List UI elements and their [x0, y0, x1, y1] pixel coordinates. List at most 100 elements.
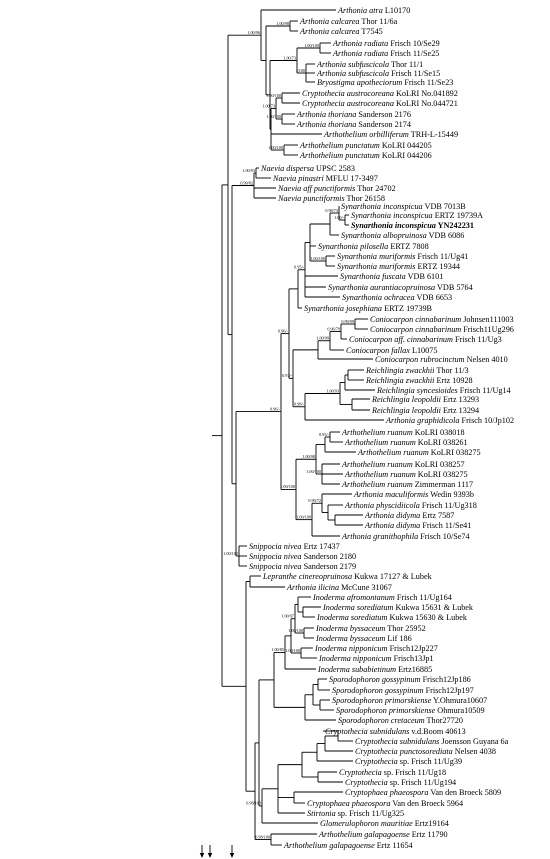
taxon-label: Coniocarpon cinnabarinum Frisch11Ug296: [370, 325, 514, 334]
voucher-id: Thor 26158: [345, 194, 385, 203]
taxon-label: Arthothelium ruanum KoLRI 038275: [344, 470, 468, 479]
voucher-id: Frisch 11/Se25: [388, 49, 439, 58]
taxon-label: Arthothelium punctatum KoLRI 044205: [299, 141, 432, 150]
voucher-id: VDB 5764: [435, 283, 473, 292]
taxon-label: Coniocarpon fallax L10075: [346, 346, 437, 355]
support-value: 1.00/96: [247, 30, 260, 35]
taxon-label: Cryptothecia subnidulans Joensson Guyana…: [355, 737, 509, 746]
taxon-name: Cryptothecia: [345, 778, 388, 787]
voucher-id: Frisch 11/Se41: [420, 521, 471, 530]
taxon-name: Synarthonia muriformis: [337, 262, 415, 271]
voucher-id: Y.Ohmura10607: [431, 696, 487, 705]
voucher-id: sp. Frisch 11/Ug194: [388, 778, 456, 787]
voucher-id: Ertz 7587: [420, 511, 454, 520]
voucher-id: KoLRI No.041892: [394, 89, 458, 98]
taxon-name: Arthothelium ruanum: [344, 470, 416, 479]
taxon-label: Synarthonia fuscata VDB 6101: [340, 272, 443, 281]
taxon-label: Naevia aff punctiformis Thor 24702: [277, 184, 396, 193]
voucher-id: Thor 25952: [385, 624, 425, 633]
taxon-name: Sporodophoron gossypinum: [329, 675, 421, 684]
voucher-id: T7545: [360, 27, 383, 36]
taxon-label: Arthonia radiata Frisch 10/Se29: [332, 39, 440, 48]
voucher-id: KoLRI 038275: [429, 448, 481, 457]
taxon-label: Cryptophaea phaeospora Van den Broeck 58…: [345, 788, 501, 797]
voucher-id: UPSC 2583: [314, 164, 355, 173]
taxon-name: Synarthonia inconspicua: [351, 221, 436, 230]
taxon-label: Cryptothecia sp. Frisch 11/Ug194: [345, 778, 456, 787]
taxon-name: Snippocia nivea: [249, 542, 302, 551]
support-values: 1.00/981.00/100-/1001.00/731.00/1001.00/…: [223, 21, 354, 839]
taxon-name: Inoderma subabietinum: [317, 665, 396, 674]
taxon-name: Naevia pinastri: [272, 174, 324, 183]
taxon-name: Sporodophoron gossypinum: [332, 686, 424, 695]
support-value: 1.00/85: [271, 647, 284, 652]
taxon-label: Synarthonia josephiana ERTZ 19739B: [304, 304, 433, 313]
voucher-id: sp. Frisch 11/Ug325: [336, 809, 404, 818]
voucher-id: VDB 6101: [406, 272, 444, 281]
voucher-id: Frisch 10/Se29: [388, 39, 439, 48]
taxon-name: Arthonia thoriana: [296, 110, 356, 119]
voucher-id: Lif 186: [385, 634, 411, 643]
taxon-label: Synarthonia muriformis ERTZ 19344: [337, 262, 460, 271]
taxon-name: Sporodophoron primorskiense: [336, 706, 436, 715]
taxon-name: Naevia punctiformis: [277, 194, 345, 203]
voucher-id: KoLRI 044206: [380, 151, 432, 160]
taxon-label: Naevia dispersa UPSC 2583: [260, 164, 355, 173]
taxon-label: Cryptothecia sp. Frisch 11/Ug39: [355, 757, 462, 766]
taxon-name: Sporodophoron cretaceum: [338, 716, 425, 725]
taxon-name: Reichlingia leopoldii: [371, 406, 442, 415]
support-value: 1.00/100: [288, 628, 303, 633]
support-value: 0.98/-: [294, 402, 304, 407]
taxon-label: Arthonia maculiformis Wedin 9393b: [353, 490, 474, 499]
voucher-id: Frisch13Jp1: [392, 654, 434, 663]
taxon-name: Arthonia radiata: [332, 39, 388, 48]
taxon-label: Arthonia granithophila Frisch 10/Se74: [341, 532, 470, 541]
taxon-label: Arthonia thoriana Sanderson 2174: [296, 120, 411, 129]
voucher-id: VDB 6653: [415, 293, 453, 302]
taxon-name: Arthonia atra: [337, 6, 383, 15]
voucher-id: Frisch 10/Jp102: [459, 416, 514, 425]
taxon-label: Coniocarpon aff. cinnabarinum Frisch 11/…: [349, 335, 502, 344]
voucher-id: KoLRI No.044721: [394, 99, 458, 108]
taxon-name: Coniocarpon cinnabarinum: [370, 325, 461, 334]
taxon-label: Inoderma sorediatum Kukwa 15630 & Lubek: [316, 613, 468, 622]
voucher-id: TRH-L-15449: [409, 130, 458, 139]
taxon-name: Stirtonia: [307, 809, 336, 818]
taxon-label: Lepranthe cinereopruinosa Kukwa 17127 & …: [262, 572, 433, 581]
voucher-id: KoLRI 038018: [413, 428, 465, 437]
support-value: 0.96/-: [270, 406, 280, 411]
taxon-label: Inoderma sorediatum Kukwa 15631 & Lubek: [322, 603, 474, 612]
support-value: 0.96/79: [327, 326, 340, 331]
support-value: 1.00/73: [262, 103, 275, 108]
taxon-label: Bryostigma apotheciorum Frisch 11/Se23: [317, 78, 453, 87]
voucher-id: Sanderson 2176: [356, 110, 411, 119]
voucher-id: Frisch 10/Se74: [418, 532, 469, 541]
taxon-name: Cryptothecia austrocoreana: [302, 99, 394, 108]
voucher-id: Kukwa 15631 & Lubek: [393, 603, 473, 612]
voucher-id: Van den Broeck 5964: [390, 799, 463, 808]
voucher-id: Ertz16885: [396, 665, 432, 674]
taxon-name: Synarthonia inconspicua: [341, 202, 423, 211]
voucher-id: Frisch12Jp227: [388, 644, 438, 653]
taxon-label: Sporodophoron primorskiense Y.Ohmura1060…: [332, 696, 487, 705]
support-value: 1.00/97: [281, 614, 294, 619]
taxon-name: Arthothelium ruanum: [357, 448, 429, 457]
taxon-label: Naevia punctiformis Thor 26158: [277, 194, 385, 203]
voucher-id: Frisch 11/Ug3: [453, 335, 502, 344]
taxon-label: Arthonia calcarea Thor 11/6a: [299, 17, 398, 26]
taxon-name: Coniocarpon aff. cinnabarinum: [349, 335, 453, 344]
taxon-name: Inoderma nipponicum: [318, 654, 392, 663]
support-value: 0.98/100: [255, 834, 270, 839]
taxon-name: Arthonia didyma: [364, 511, 420, 520]
voucher-id: ERTZ 19344: [415, 262, 460, 271]
truncation-arrows: [199, 853, 235, 858]
support-value: 1.00/100: [285, 648, 300, 653]
support-value: 1.00/100: [306, 469, 321, 474]
taxon-name: Cryptophaea phaeospora: [307, 799, 390, 808]
voucher-id: Thor 24702: [355, 184, 395, 193]
taxon-name: Arthonia calcarea: [299, 27, 360, 36]
taxon-name: Cryptothecia punctosorediata: [355, 747, 453, 756]
taxon-name: Arthothelium galapagoense: [318, 830, 410, 839]
voucher-id: L10170: [383, 6, 411, 15]
